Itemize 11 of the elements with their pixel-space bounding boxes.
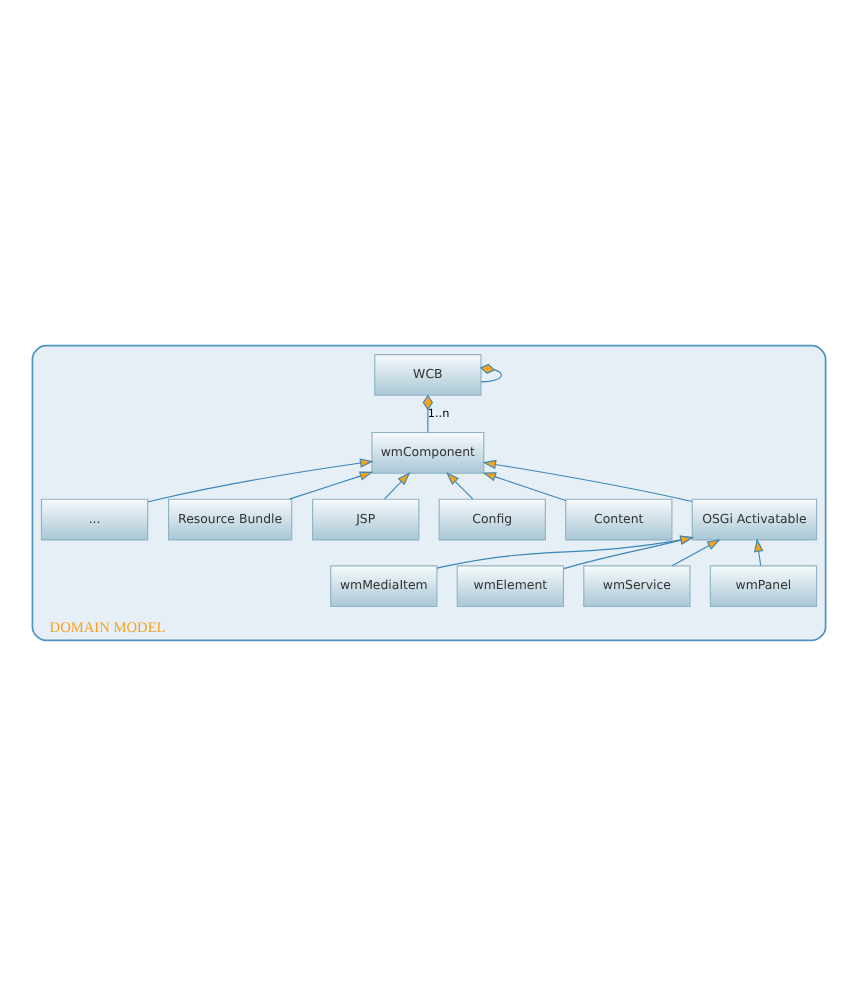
arrow xyxy=(481,472,566,502)
arrow xyxy=(444,472,473,500)
arrow xyxy=(481,459,692,503)
arrow xyxy=(382,472,410,500)
arrow xyxy=(670,539,720,567)
connector xyxy=(421,394,433,433)
arrow xyxy=(753,538,763,567)
connector xyxy=(479,363,501,383)
arrow xyxy=(287,471,373,500)
arrow xyxy=(562,535,693,570)
arrow xyxy=(146,458,373,503)
